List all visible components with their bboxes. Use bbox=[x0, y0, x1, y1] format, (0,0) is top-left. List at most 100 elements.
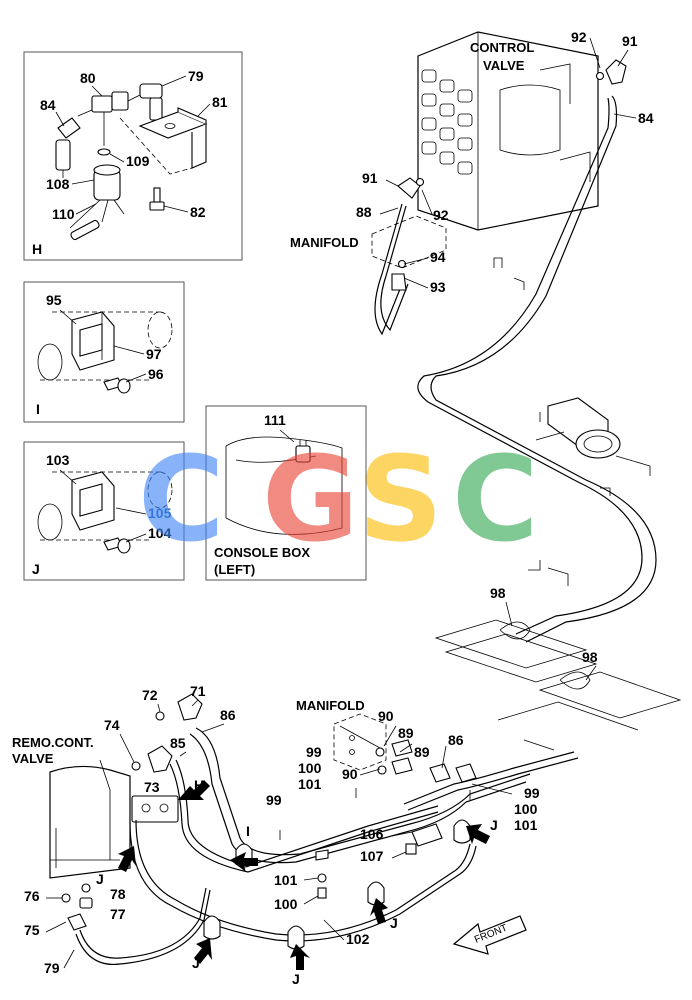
callout: 99 bbox=[306, 744, 322, 760]
label-manifold-bottom: MANIFOLD bbox=[296, 698, 365, 713]
remote-control-valve bbox=[49, 759, 179, 879]
callout: 101 bbox=[514, 817, 538, 833]
callout: 77 bbox=[110, 906, 126, 922]
arrow-j2 bbox=[466, 824, 490, 844]
view-marker: J bbox=[192, 955, 200, 971]
callout: 79 bbox=[44, 960, 60, 976]
callout: 99 bbox=[524, 785, 540, 801]
control-valve bbox=[417, 31, 599, 231]
view-marker: J bbox=[390, 915, 398, 931]
frame-rails bbox=[434, 560, 682, 751]
hose-88 bbox=[374, 203, 403, 336]
hose-86-b bbox=[189, 733, 527, 864]
watermark-letter-s: S bbox=[358, 430, 443, 568]
watermark-letter-c1: C bbox=[138, 430, 225, 568]
clamps-bottom bbox=[203, 788, 471, 950]
watermark: C G S C bbox=[138, 430, 539, 568]
hose-88-inner bbox=[380, 205, 409, 332]
callout: 72 bbox=[142, 687, 158, 703]
callout: 94 bbox=[430, 249, 446, 265]
callout: 79 bbox=[188, 68, 204, 84]
callout: 80 bbox=[80, 70, 96, 86]
hose-right-a bbox=[403, 751, 575, 805]
callout: 92 bbox=[571, 29, 587, 45]
callout: 92 bbox=[433, 207, 449, 223]
callout: 90 bbox=[378, 708, 394, 724]
arrow-h bbox=[178, 780, 210, 800]
arrow-i bbox=[230, 852, 258, 872]
label-console-box-1: CONSOLE BOX bbox=[214, 545, 310, 560]
hose-79-b bbox=[75, 889, 211, 966]
view-marker: J bbox=[96, 871, 104, 887]
hose-79-a bbox=[79, 887, 207, 959]
arrow-j1 bbox=[118, 846, 136, 872]
callout: 78 bbox=[110, 886, 126, 902]
callout: 74 bbox=[104, 717, 120, 733]
callout: 84 bbox=[40, 97, 56, 113]
leader-lines bbox=[45, 37, 637, 969]
detail-letter-h: H bbox=[32, 241, 42, 257]
watermark-letter-c2: C bbox=[452, 430, 539, 568]
view-arrows bbox=[118, 780, 490, 970]
callout: 93 bbox=[430, 279, 446, 295]
detail-j-drawing bbox=[37, 471, 173, 554]
callout: 108 bbox=[46, 176, 70, 192]
label-remo-cont-2: VALVE bbox=[12, 751, 54, 766]
arrow-j4 bbox=[194, 938, 212, 964]
callout: 100 bbox=[514, 801, 538, 817]
view-marker: J bbox=[490, 817, 498, 833]
callout: 107 bbox=[360, 848, 384, 864]
callout: 100 bbox=[298, 760, 322, 776]
callout: 101 bbox=[298, 776, 322, 792]
callout: 109 bbox=[126, 153, 150, 169]
view-marker: H bbox=[194, 777, 204, 793]
callout: 86 bbox=[448, 732, 464, 748]
callout: 98 bbox=[490, 585, 506, 601]
callout: 106 bbox=[360, 826, 384, 842]
label-control-valve-2: VALVE bbox=[483, 58, 525, 73]
callout: 102 bbox=[346, 931, 370, 947]
label-control-valve-1: CONTROL bbox=[470, 40, 534, 55]
clamps-right bbox=[493, 257, 651, 496]
callout: 99 bbox=[266, 792, 282, 808]
callout: 96 bbox=[148, 366, 164, 382]
callout: 76 bbox=[24, 888, 40, 904]
callout: 71 bbox=[190, 683, 206, 699]
callout: 100 bbox=[274, 896, 298, 912]
hose-102-a bbox=[135, 819, 471, 936]
manifold-bottom bbox=[333, 713, 387, 771]
callout: 86 bbox=[220, 707, 236, 723]
callout: 89 bbox=[414, 744, 430, 760]
callout: 91 bbox=[622, 33, 638, 49]
view-marker: J bbox=[292, 971, 300, 987]
detail-box-j bbox=[23, 441, 185, 581]
watermark-letter-g: G bbox=[262, 430, 359, 568]
callout: 81 bbox=[212, 94, 228, 110]
hose-84-inner bbox=[417, 97, 643, 635]
callout: 85 bbox=[170, 735, 186, 751]
arrow-j5 bbox=[290, 944, 310, 970]
callout: 110 bbox=[52, 206, 75, 222]
detail-box-console bbox=[205, 405, 367, 581]
callout-105: 105 bbox=[148, 505, 172, 521]
detail-letter-j: J bbox=[32, 561, 40, 577]
arrow-j3 bbox=[370, 898, 388, 924]
detail-h-drawing bbox=[55, 83, 208, 241]
callout: 91 bbox=[362, 170, 378, 186]
front-arrow bbox=[452, 915, 527, 955]
hose-right-b bbox=[407, 757, 579, 811]
hose-102-b bbox=[129, 821, 477, 942]
callout: 89 bbox=[398, 725, 414, 741]
callout: 84 bbox=[638, 110, 654, 126]
callout: 95 bbox=[46, 292, 62, 308]
callout: 90 bbox=[342, 766, 358, 782]
label-remo-cont-1: REMO.CONT. bbox=[12, 735, 94, 750]
callout: 103 bbox=[46, 452, 70, 468]
view-marker: I bbox=[246, 823, 250, 839]
label-console-box-2: (LEFT) bbox=[214, 562, 255, 577]
callout: 98 bbox=[582, 649, 598, 665]
fittings-top bbox=[391, 59, 627, 291]
callout: 73 bbox=[144, 779, 160, 795]
